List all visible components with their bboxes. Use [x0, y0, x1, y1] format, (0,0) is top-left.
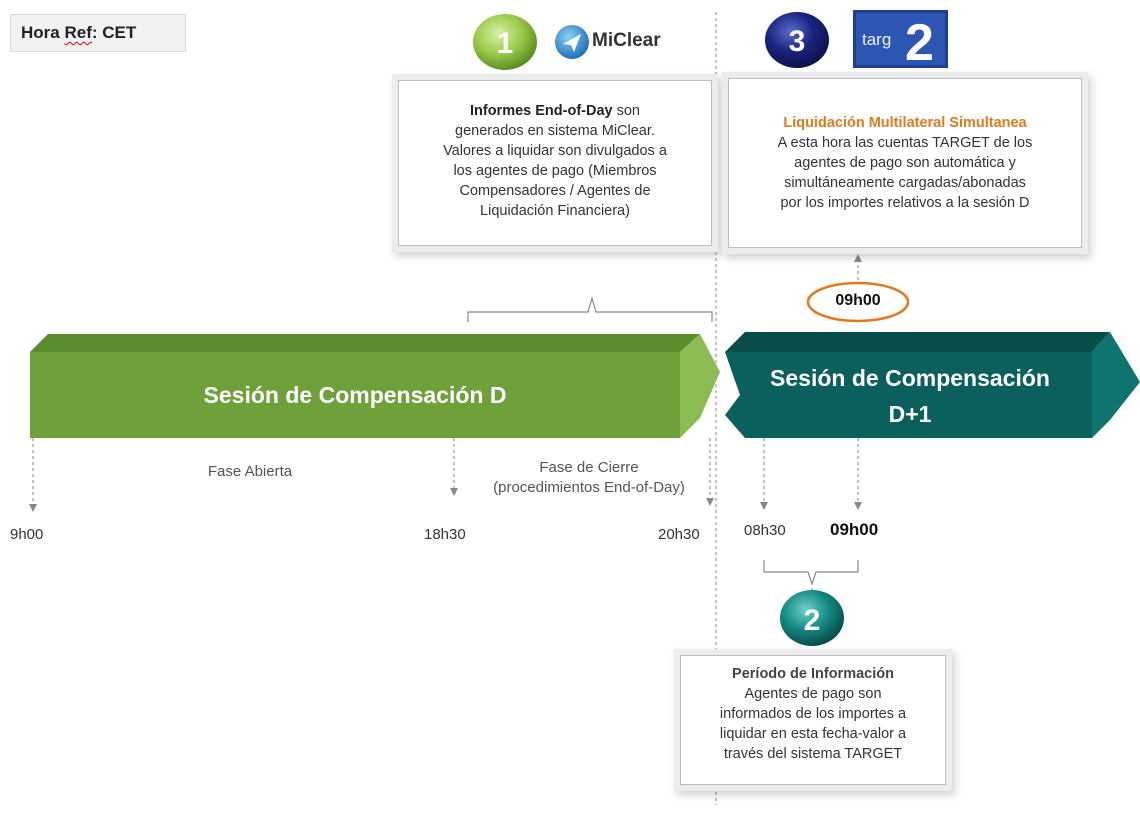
time-label-2030: 20h30 [658, 526, 700, 543]
callout1-line: Valores a liquidar son divulgados a [443, 143, 667, 159]
ref-underlined: Ref [64, 23, 92, 42]
step-1-number: 1 [497, 27, 514, 60]
callout1-first-line: Informes End-of-Day son [399, 101, 711, 121]
callout1-line: Compensadores / Agentes de [459, 183, 651, 199]
session-d-bar [30, 352, 680, 438]
target2-logo-text: targ [862, 30, 891, 49]
ref-label: Hora [21, 23, 60, 42]
closing-phase-brace [467, 295, 713, 322]
step-1-badge [473, 14, 537, 70]
callout3-line: simultáneamente cargadas/abonadas [784, 175, 1026, 191]
callout3-line: A esta hora las cuentas TARGET de los [777, 135, 1033, 151]
target2-logo-digit: 2 [905, 14, 934, 72]
callout3-line: agentes de pago son automática y [794, 155, 1016, 171]
session-d1-label-line2: D+1 [888, 401, 932, 427]
session-d-arrow-tip [680, 334, 720, 438]
session-d1-bar [725, 352, 1092, 438]
callout-information-period: Período de Información Agentes de pago s… [680, 655, 946, 785]
phase-close-line1: Fase de Cierre [539, 459, 639, 476]
time-label-1830: 18h30 [424, 526, 466, 543]
phase-open: Fase Abierta [207, 463, 293, 480]
callout2-line: informados de los importes a [719, 706, 907, 722]
phase-close: Fase de Cierre (procedimientos End-of-Da… [464, 458, 714, 498]
step-2-badge [780, 590, 844, 646]
callout1-line: los agentes de pago (Miembros [453, 163, 657, 179]
callout1-line: Liquidación Financiera) [480, 203, 630, 219]
session-d-label: Sesión de Compensación D [203, 382, 507, 408]
step-3-number: 3 [789, 25, 806, 58]
callout2-line: Agentes de pago son [744, 686, 882, 702]
callout-end-of-day: Informes End-of-Day son generados en sis… [398, 80, 712, 246]
time-oval [806, 281, 910, 323]
miclear-logo-text: MiClear [592, 30, 661, 51]
callout2-line: través del sistema TARGET [723, 746, 903, 762]
callout1-title-suffix: son [612, 103, 640, 119]
callout-multilateral-settlement: Liquidación Multilateral Simultanea A es… [728, 78, 1082, 248]
session-d1-arrow-tip [1092, 332, 1140, 438]
session-d1-bar-top [725, 332, 1110, 352]
callout1-title: Informes End-of-Day [469, 103, 613, 119]
session-d1-label: Sesión de Compensación D+1 [740, 360, 1080, 432]
step-3-badge [765, 12, 829, 68]
callout2-title: Período de Información [732, 666, 894, 682]
callout2-line: liquidar en esta fecha-valor a [719, 726, 907, 742]
reference-time-box: Hora Ref: CET [10, 14, 186, 52]
callout3-title: Liquidación Multilateral Simultanea [783, 115, 1027, 131]
callout1-line: generados en sistema MiClear. [455, 123, 655, 139]
step-2-number: 2 [804, 604, 821, 637]
session-d-bar-top [30, 334, 700, 352]
time-label-0900-d1: 09h00 [830, 520, 879, 539]
ref-rest: : CET [91, 23, 137, 42]
time-label-0830: 08h30 [744, 522, 786, 539]
session-d1-label-line1: Sesión de Compensación [770, 365, 1050, 391]
oval-time-label: 09h00 [835, 292, 881, 309]
info-period-brace [763, 560, 859, 586]
phase-close-line2: (procedimientos End-of-Day) [493, 479, 685, 496]
callout3-line: por los importes relativos a la sesión D [780, 195, 1030, 211]
time-label-0900: 9h00 [10, 526, 44, 543]
